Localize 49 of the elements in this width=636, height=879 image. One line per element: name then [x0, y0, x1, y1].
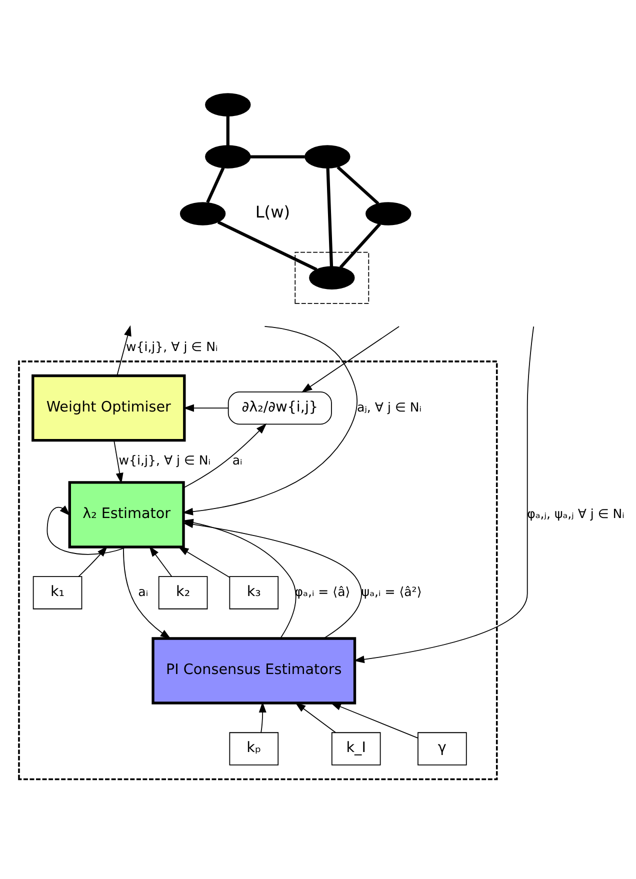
cluster	[18, 360, 498, 780]
arrow	[294, 702, 336, 732]
arrow	[301, 326, 400, 392]
arrow	[46, 504, 128, 554]
arrow	[183, 422, 267, 488]
node-ellipse	[309, 266, 355, 289]
node-box: λ₂ Estimator	[68, 480, 185, 548]
arrow	[149, 545, 172, 576]
node-box: ∂λ₂/∂w{i,j}	[228, 390, 332, 424]
node-box: k_I	[331, 732, 381, 765]
node-box: kₚ	[229, 732, 279, 765]
label: L(w)	[255, 202, 290, 222]
connector	[339, 222, 381, 268]
node-ellipse	[205, 144, 251, 168]
connector	[226, 116, 230, 145]
arrow	[78, 546, 108, 576]
node-box: Weight Optimiser	[32, 374, 186, 442]
node-box: γ	[418, 732, 467, 765]
cluster	[294, 251, 370, 304]
arrow	[114, 439, 124, 484]
node-box: k₃	[229, 576, 279, 609]
arrow	[123, 546, 172, 639]
edge-label: aᵢ	[138, 584, 148, 599]
connector	[217, 220, 318, 270]
edge-label: aᵢ	[232, 452, 242, 468]
connector	[250, 154, 305, 158]
edge-label: w{i,j}, ∀ j ∈ Nᵢ	[118, 452, 211, 468]
node-box: k₁	[32, 576, 82, 609]
node-ellipse	[180, 202, 226, 225]
edge-label: ψₐ,ᵢ = ⟨â²⟩	[361, 584, 422, 599]
edge-label: w{i,j}, ∀ j ∈ Nᵢ	[126, 338, 218, 354]
arrow	[330, 702, 418, 738]
connector	[336, 165, 380, 204]
arrow	[354, 326, 534, 663]
node-box: k₂	[158, 576, 208, 609]
connector	[326, 168, 334, 266]
connector	[206, 166, 225, 203]
node-ellipse	[366, 202, 412, 225]
edge-label: aⱼ, ∀ j ∈ Nᵢ	[357, 398, 422, 414]
node-box: PI Consensus Estimators	[152, 636, 356, 704]
arrow	[258, 701, 266, 732]
arrow	[178, 546, 230, 578]
node-ellipse	[205, 92, 251, 116]
edge-label: φₐ,ᵢ = ⟨â⟩	[294, 584, 350, 599]
arrow	[182, 326, 358, 515]
arrow	[183, 404, 229, 412]
node-ellipse	[304, 144, 350, 168]
arrow	[182, 520, 362, 638]
arrow	[116, 324, 132, 376]
